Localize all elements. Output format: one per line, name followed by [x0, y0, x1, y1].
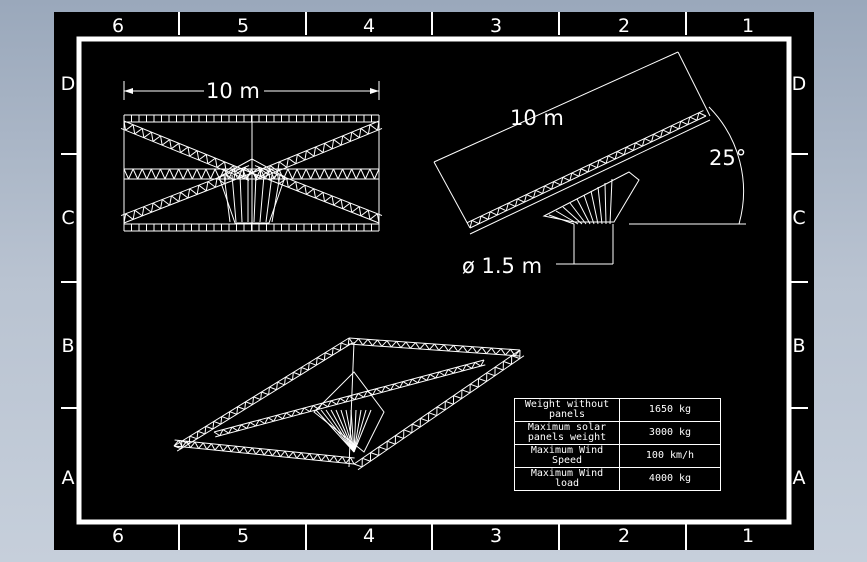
- zone-col-top-3: 3: [489, 15, 503, 37]
- front-hub-rib: [223, 174, 231, 223]
- iso-hub-rib: [340, 409, 355, 453]
- iso-truss: [173, 337, 353, 452]
- side-support-rib: [555, 210, 579, 225]
- zone-col-bottom-5: 5: [236, 525, 250, 547]
- iso-hub-rib: [353, 409, 362, 453]
- dim-arrow: [124, 88, 133, 94]
- side-support-rib: [604, 182, 607, 225]
- zone-col-top-5: 5: [236, 15, 250, 37]
- zone-col-top-1: 1: [741, 15, 755, 37]
- side-length-dimension: 10 m: [510, 106, 564, 130]
- side-support-rib: [569, 202, 587, 225]
- iso-hub-rib: [353, 409, 357, 453]
- zone-row-left-c: C: [61, 207, 75, 229]
- iso-truss: [348, 337, 521, 357]
- iso-hub-rib: [320, 409, 355, 453]
- side-length-extension: [677, 51, 711, 117]
- zone-col-bottom-2: 2: [617, 525, 631, 547]
- front-hub-rib: [271, 174, 281, 223]
- front-middle-truss: [123, 168, 380, 180]
- front-hub-rib: [265, 174, 273, 223]
- front-hub: [218, 158, 286, 224]
- angle-arc: [708, 106, 745, 225]
- spec-table: Weight without panels 1650 kg Maximum so…: [514, 398, 721, 491]
- zone-row-right-d: D: [791, 73, 807, 95]
- zone-row-left-a: A: [61, 467, 75, 489]
- base-diameter-dimension: ø 1.5 m: [462, 254, 543, 278]
- zone-row-left-b: B: [61, 335, 75, 357]
- spec-label: Maximum Wind Speed: [514, 444, 620, 468]
- front-diagonal-truss: [251, 120, 383, 181]
- zone-col-bottom-6: 6: [111, 525, 125, 547]
- spec-label: Maximum Wind load: [514, 467, 620, 491]
- iso-hub-rib: [325, 409, 355, 453]
- side-support-rib: [590, 190, 599, 225]
- zone-col-top-2: 2: [617, 15, 631, 37]
- iso-truss: [173, 439, 355, 465]
- front-width-dimension: 10 m: [206, 79, 260, 103]
- iso-hub-rib: [335, 409, 355, 453]
- zone-col-bottom-3: 3: [489, 525, 503, 547]
- iso-hub-rib: [353, 409, 367, 453]
- side-tilted-truss: [467, 110, 707, 229]
- zone-row-left-d: D: [60, 73, 76, 95]
- iso-hub-rib: [353, 409, 372, 453]
- table-row: Maximum solar panels weight 3000 kg: [514, 421, 721, 445]
- spec-value: 3000 kg: [619, 421, 721, 445]
- zone-col-top-6: 6: [111, 15, 125, 37]
- side-length-extension: [433, 161, 471, 229]
- side-underside: [469, 119, 711, 235]
- iso-hub: [313, 371, 385, 453]
- side-support-rib: [583, 194, 595, 225]
- zone-row-right-c: C: [792, 207, 806, 229]
- spec-value: 4000 kg: [619, 467, 721, 491]
- front-hub-rib: [239, 174, 243, 223]
- table-row: Weight without panels 1650 kg: [514, 398, 721, 422]
- sheet-border: [76, 36, 792, 525]
- dim-arrow: [370, 88, 379, 94]
- zone-col-bottom-1: 1: [741, 525, 755, 547]
- front-hub-rib: [231, 174, 237, 223]
- iso-inner-truss: [213, 359, 486, 438]
- side-length-dim-line: [433, 51, 679, 163]
- iso-hub-rib: [315, 409, 355, 453]
- spec-value: 1650 kg: [619, 398, 721, 422]
- table-row: Maximum Wind load 4000 kg: [514, 467, 721, 491]
- spec-value: 100 km/h: [619, 444, 721, 468]
- front-hub-rib: [259, 174, 265, 223]
- front-hub-rib: [253, 174, 257, 223]
- drawing-sheet: 6 5 4 3 2 1 6 5 4 3 2 1 D C B A D C B A …: [54, 12, 814, 550]
- zone-row-right-a: A: [792, 467, 806, 489]
- zone-col-top-4: 4: [362, 15, 376, 37]
- iso-mast: [348, 341, 355, 468]
- zone-row-right-b: B: [792, 335, 806, 357]
- tilt-angle-dimension: 25°: [709, 146, 747, 170]
- side-support: [542, 171, 640, 223]
- drawing-canvas: [61, 12, 808, 550]
- side-support-rib: [548, 214, 575, 225]
- side-support-rib: [576, 198, 591, 225]
- iso-truss: [353, 349, 525, 471]
- spec-label: Maximum solar panels weight: [514, 421, 620, 445]
- side-support-rib: [562, 206, 583, 225]
- side-support-rib: [609, 178, 613, 225]
- spec-label: Weight without panels: [514, 398, 620, 422]
- side-support-rib: [597, 186, 603, 225]
- zone-col-bottom-4: 4: [362, 525, 376, 547]
- table-row: Maximum Wind Speed 100 km/h: [514, 444, 721, 468]
